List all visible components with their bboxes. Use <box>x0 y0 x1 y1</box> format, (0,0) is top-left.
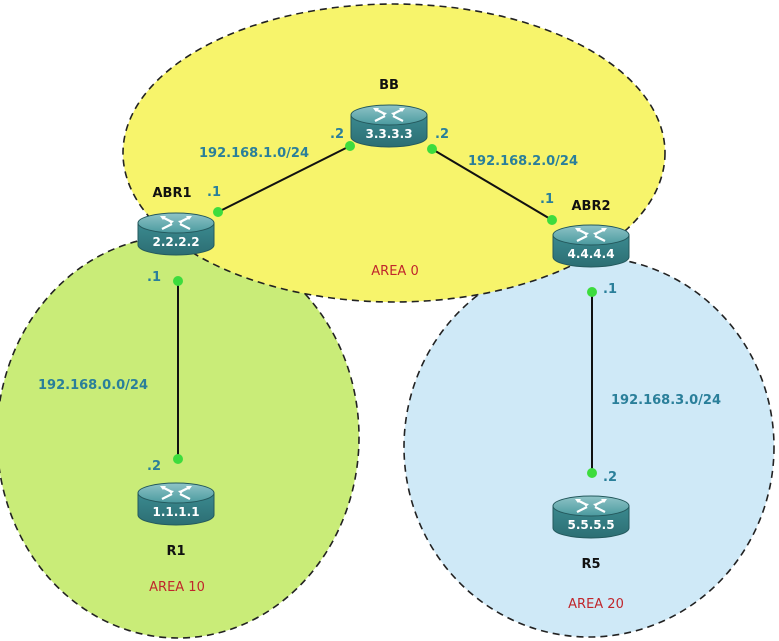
router-name-bb: BB <box>379 78 399 93</box>
router-id-label: 5.5.5.5 <box>567 518 614 532</box>
area-10-region <box>0 235 360 639</box>
link-abr1-bb <box>217 145 351 213</box>
router-id-label: 1.1.1.1 <box>152 505 199 519</box>
interface-dot <box>345 141 355 151</box>
interface-dot <box>587 287 597 297</box>
area-label-10: AREA 10 <box>149 580 205 595</box>
network-label-bb-abr2: 192.168.2.0/24 <box>468 154 578 169</box>
router-abr2[interactable]: 4.4.4.4 <box>551 223 631 269</box>
interface-dot <box>547 215 557 225</box>
router-name-r1: R1 <box>166 544 185 559</box>
interface-label: .1 <box>147 270 161 285</box>
interface-label: .1 <box>603 282 617 297</box>
router-bb[interactable]: 3.3.3.3 <box>349 103 429 149</box>
link-bb-abr2 <box>431 148 553 221</box>
interface-dot <box>587 468 597 478</box>
area-20-region <box>403 256 775 638</box>
router-r5[interactable]: 5.5.5.5 <box>551 494 631 540</box>
router-name-abr2: ABR2 <box>571 199 610 214</box>
network-label-abr1-bb: 192.168.1.0/24 <box>199 146 309 161</box>
interface-dot <box>427 144 437 154</box>
area-label-0: AREA 0 <box>371 264 418 279</box>
interface-label: .2 <box>330 127 344 142</box>
router-id-label: 2.2.2.2 <box>152 235 199 249</box>
interface-label: .2 <box>147 459 161 474</box>
area-0-region <box>122 3 666 303</box>
interface-dot <box>173 454 183 464</box>
interface-label: .1 <box>207 185 221 200</box>
interface-label: .2 <box>435 127 449 142</box>
router-name-r5: R5 <box>581 557 600 572</box>
interface-dot <box>213 207 223 217</box>
interface-label: .2 <box>603 470 617 485</box>
router-r1[interactable]: 1.1.1.1 <box>136 481 216 527</box>
router-id-label: 4.4.4.4 <box>567 247 614 261</box>
area-label-20: AREA 20 <box>568 597 624 612</box>
router-id-label: 3.3.3.3 <box>365 127 412 141</box>
network-label-abr1-r1: 192.168.0.0/24 <box>38 378 148 393</box>
network-label-abr2-r5: 192.168.3.0/24 <box>611 393 721 408</box>
router-name-abr1: ABR1 <box>152 186 191 201</box>
interface-label: .1 <box>540 192 554 207</box>
interface-dot <box>173 276 183 286</box>
router-abr1[interactable]: 2.2.2.2 <box>136 211 216 257</box>
